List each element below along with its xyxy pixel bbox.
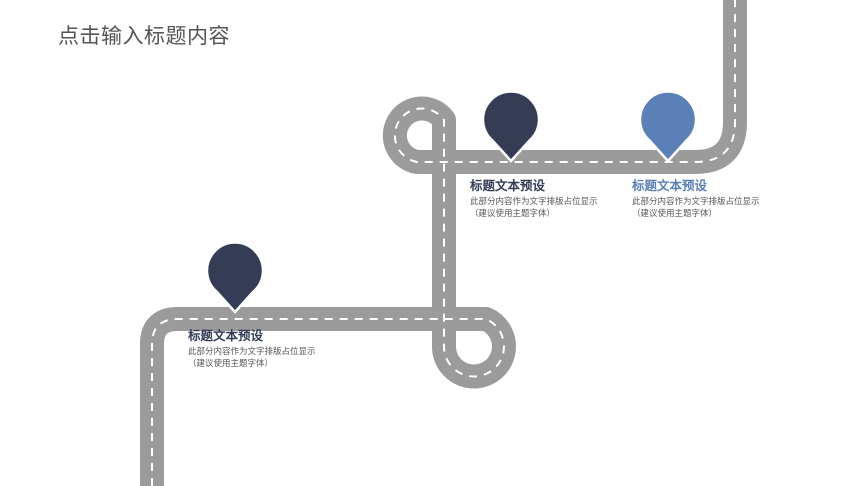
milestone-note: （建议使用主题字体） bbox=[470, 209, 556, 219]
milestone-description: 此部分内容作为文字排版占位显示 bbox=[632, 197, 760, 207]
milestone-caption: 标题文本预设 此部分内容作为文字排版占位显示 （建议使用主题字体） bbox=[632, 178, 802, 220]
milestone-title: 标题文本预设 bbox=[632, 178, 708, 193]
milestone-title: 标题文本预设 bbox=[470, 178, 546, 193]
map-pin-icon bbox=[638, 90, 698, 163]
milestone-description: 此部分内容作为文字排版占位显示 bbox=[470, 197, 598, 207]
page-title: 点击输入标题内容 bbox=[58, 24, 230, 48]
milestone-description: 此部分内容作为文字排版占位显示 bbox=[188, 347, 316, 357]
milestone-note: （建议使用主题字体） bbox=[188, 359, 274, 369]
milestone-note: （建议使用主题字体） bbox=[632, 209, 718, 219]
milestone-caption: 标题文本预设 此部分内容作为文字排版占位显示 （建议使用主题字体） bbox=[470, 178, 640, 220]
milestone-caption: 标题文本预设 此部分内容作为文字排版占位显示 （建议使用主题字体） bbox=[188, 328, 358, 370]
map-pin-icon bbox=[205, 241, 265, 314]
map-pin-icon bbox=[481, 90, 541, 163]
milestone-title: 标题文本预设 bbox=[188, 328, 264, 343]
